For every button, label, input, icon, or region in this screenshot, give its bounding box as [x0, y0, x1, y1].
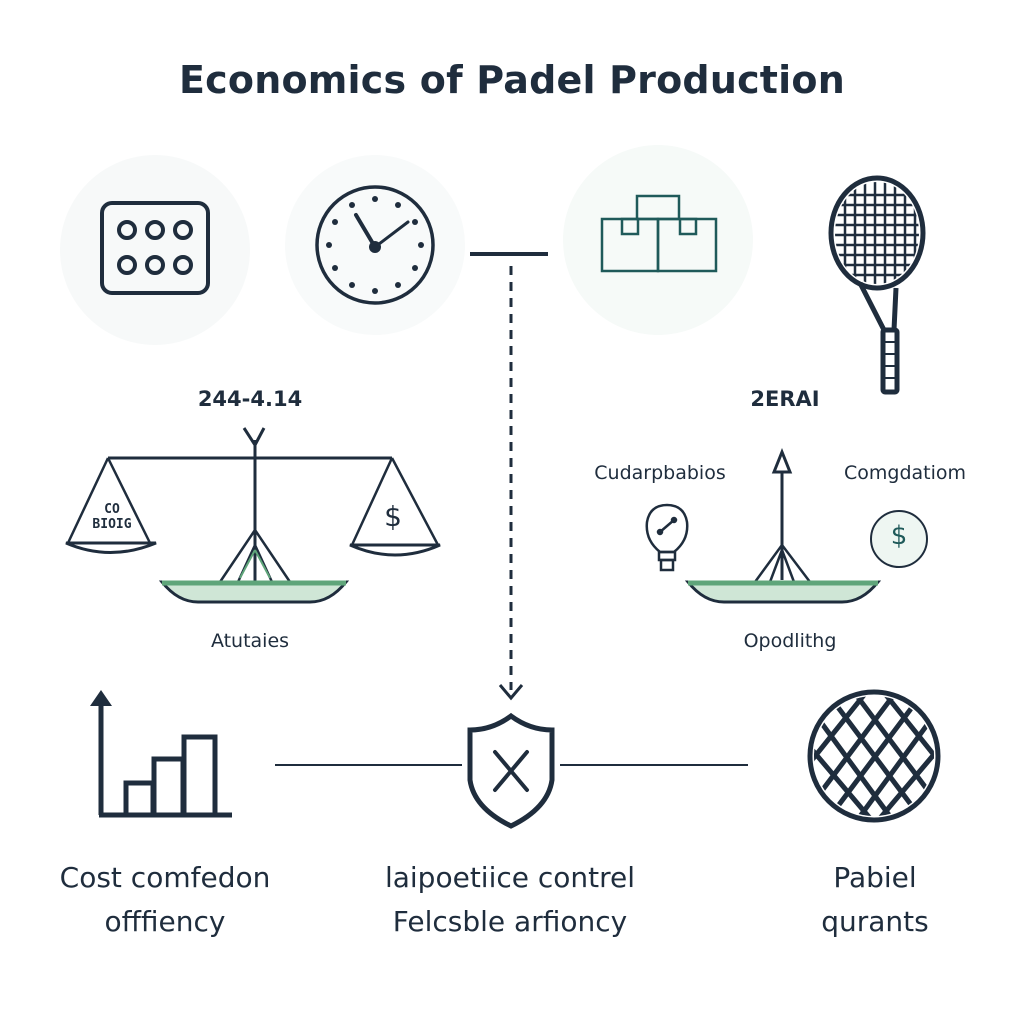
cost-efficiency-line1: Cost comfedon	[59, 861, 271, 894]
dots-panel-icon	[100, 201, 210, 295]
right-balance-value: 2ERAI	[750, 387, 820, 411]
shield-x-icon	[467, 712, 555, 829]
right-balance-caption: Opodlithg	[743, 630, 837, 652]
clock-icon	[315, 185, 435, 305]
left-pan-label-line2: BIOIG	[92, 517, 132, 532]
dollar-coin-icon	[870, 510, 928, 568]
boxes-icon	[600, 194, 718, 273]
left-pan-label: CO BIOIG	[72, 502, 152, 532]
padel-mesh-icon	[807, 689, 941, 823]
right-balance-right-label: Comgdatiom	[843, 462, 967, 484]
padel-quality-line2: qurants	[821, 905, 929, 938]
padel-quality-label: Pabiel qurants	[770, 856, 980, 944]
lightbulb-icon	[645, 503, 689, 572]
dashed-arrow	[498, 266, 524, 701]
left-pan-label-line1: CO	[104, 502, 120, 517]
right-balance-scale	[684, 447, 882, 604]
coin-dollar-symbol: $	[890, 521, 908, 551]
quality-control-label: laipoetiice contrel Felcsble arfioncy	[340, 856, 680, 944]
quality-control-line1: laipoetiice contrel	[384, 861, 636, 894]
bar-chart-icon	[90, 690, 232, 818]
page-title: Economics of Padel Production	[179, 58, 845, 102]
left-balance-value: 244-4.14	[197, 387, 303, 411]
padel-quality-line1: Pabiel	[833, 861, 917, 894]
padel-racket-icon	[828, 175, 926, 395]
cost-efficiency-line2: offfiency	[104, 905, 226, 938]
dollar-symbol: $	[384, 500, 402, 533]
right-balance-left-label: Cudarpbabios	[594, 462, 726, 484]
quality-control-line2: Felcsble arfioncy	[392, 905, 628, 938]
cost-efficiency-label: Cost comfedon offfiency	[20, 856, 310, 944]
left-balance-caption: Atutaies	[210, 630, 290, 652]
left-balance-scale	[65, 427, 441, 604]
